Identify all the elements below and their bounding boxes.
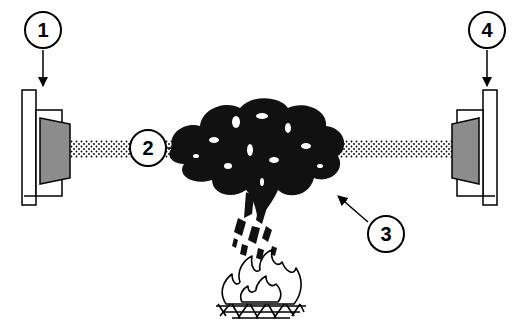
callout-number: 2: [129, 129, 167, 167]
callout-number: 1: [24, 11, 62, 49]
smoke-trail: [232, 192, 277, 260]
smoke-cloud: [169, 98, 344, 222]
transmitter: [22, 90, 70, 205]
receiver: [452, 90, 497, 205]
callout-number: 4: [468, 11, 506, 49]
fire: [216, 250, 306, 318]
callout-number: 3: [367, 215, 405, 253]
leader-lines: [43, 50, 487, 222]
